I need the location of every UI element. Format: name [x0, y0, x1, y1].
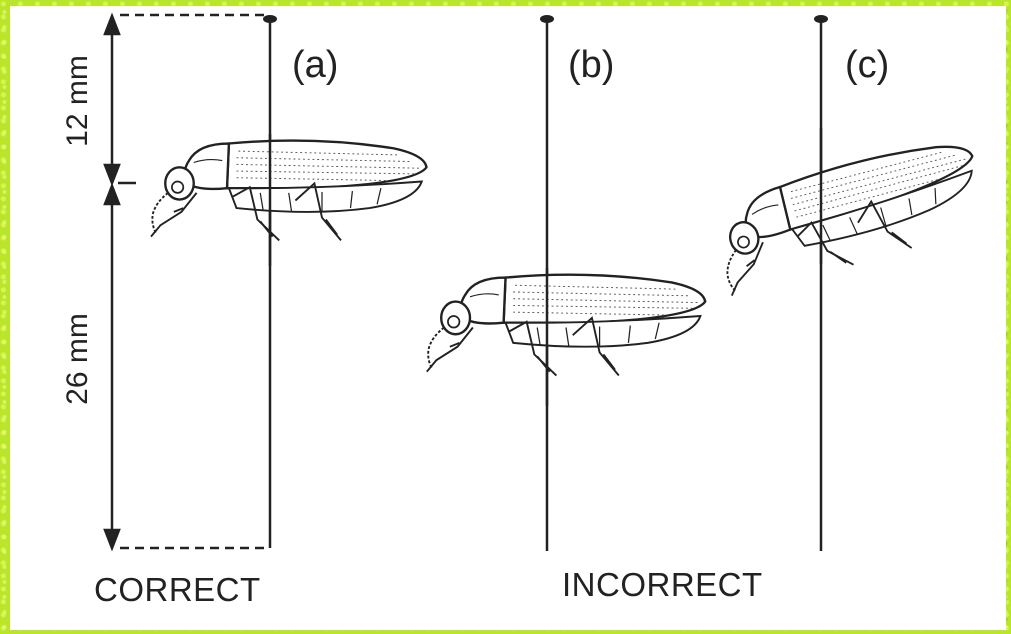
diagram-drawing	[10, 6, 1006, 630]
dimension-arrow-26mm	[105, 186, 119, 548]
beetle-b-too-low	[427, 268, 705, 406]
pin-c	[814, 15, 828, 551]
pin-a	[263, 15, 277, 548]
dimension-arrow-12mm	[105, 16, 119, 183]
panel-label-c: (c)	[845, 44, 889, 87]
caption-correct: CORRECT	[94, 571, 261, 609]
panel-label-b: (b)	[568, 44, 614, 87]
beetle-a-correct	[151, 134, 427, 266]
caption-incorrect: INCORRECT	[562, 566, 763, 604]
panel-label-a: (a)	[292, 44, 338, 87]
dimension-label-12mm: 12 mm	[61, 26, 95, 176]
dimension-guides	[120, 15, 264, 548]
dimension-label-26mm: 26 mm	[61, 284, 95, 434]
insect-pinning-diagram: 12 mm 26 mm (a) (b) (c) CORRECT INCORREC…	[10, 6, 1006, 630]
beetle-c-tilted	[706, 128, 992, 299]
